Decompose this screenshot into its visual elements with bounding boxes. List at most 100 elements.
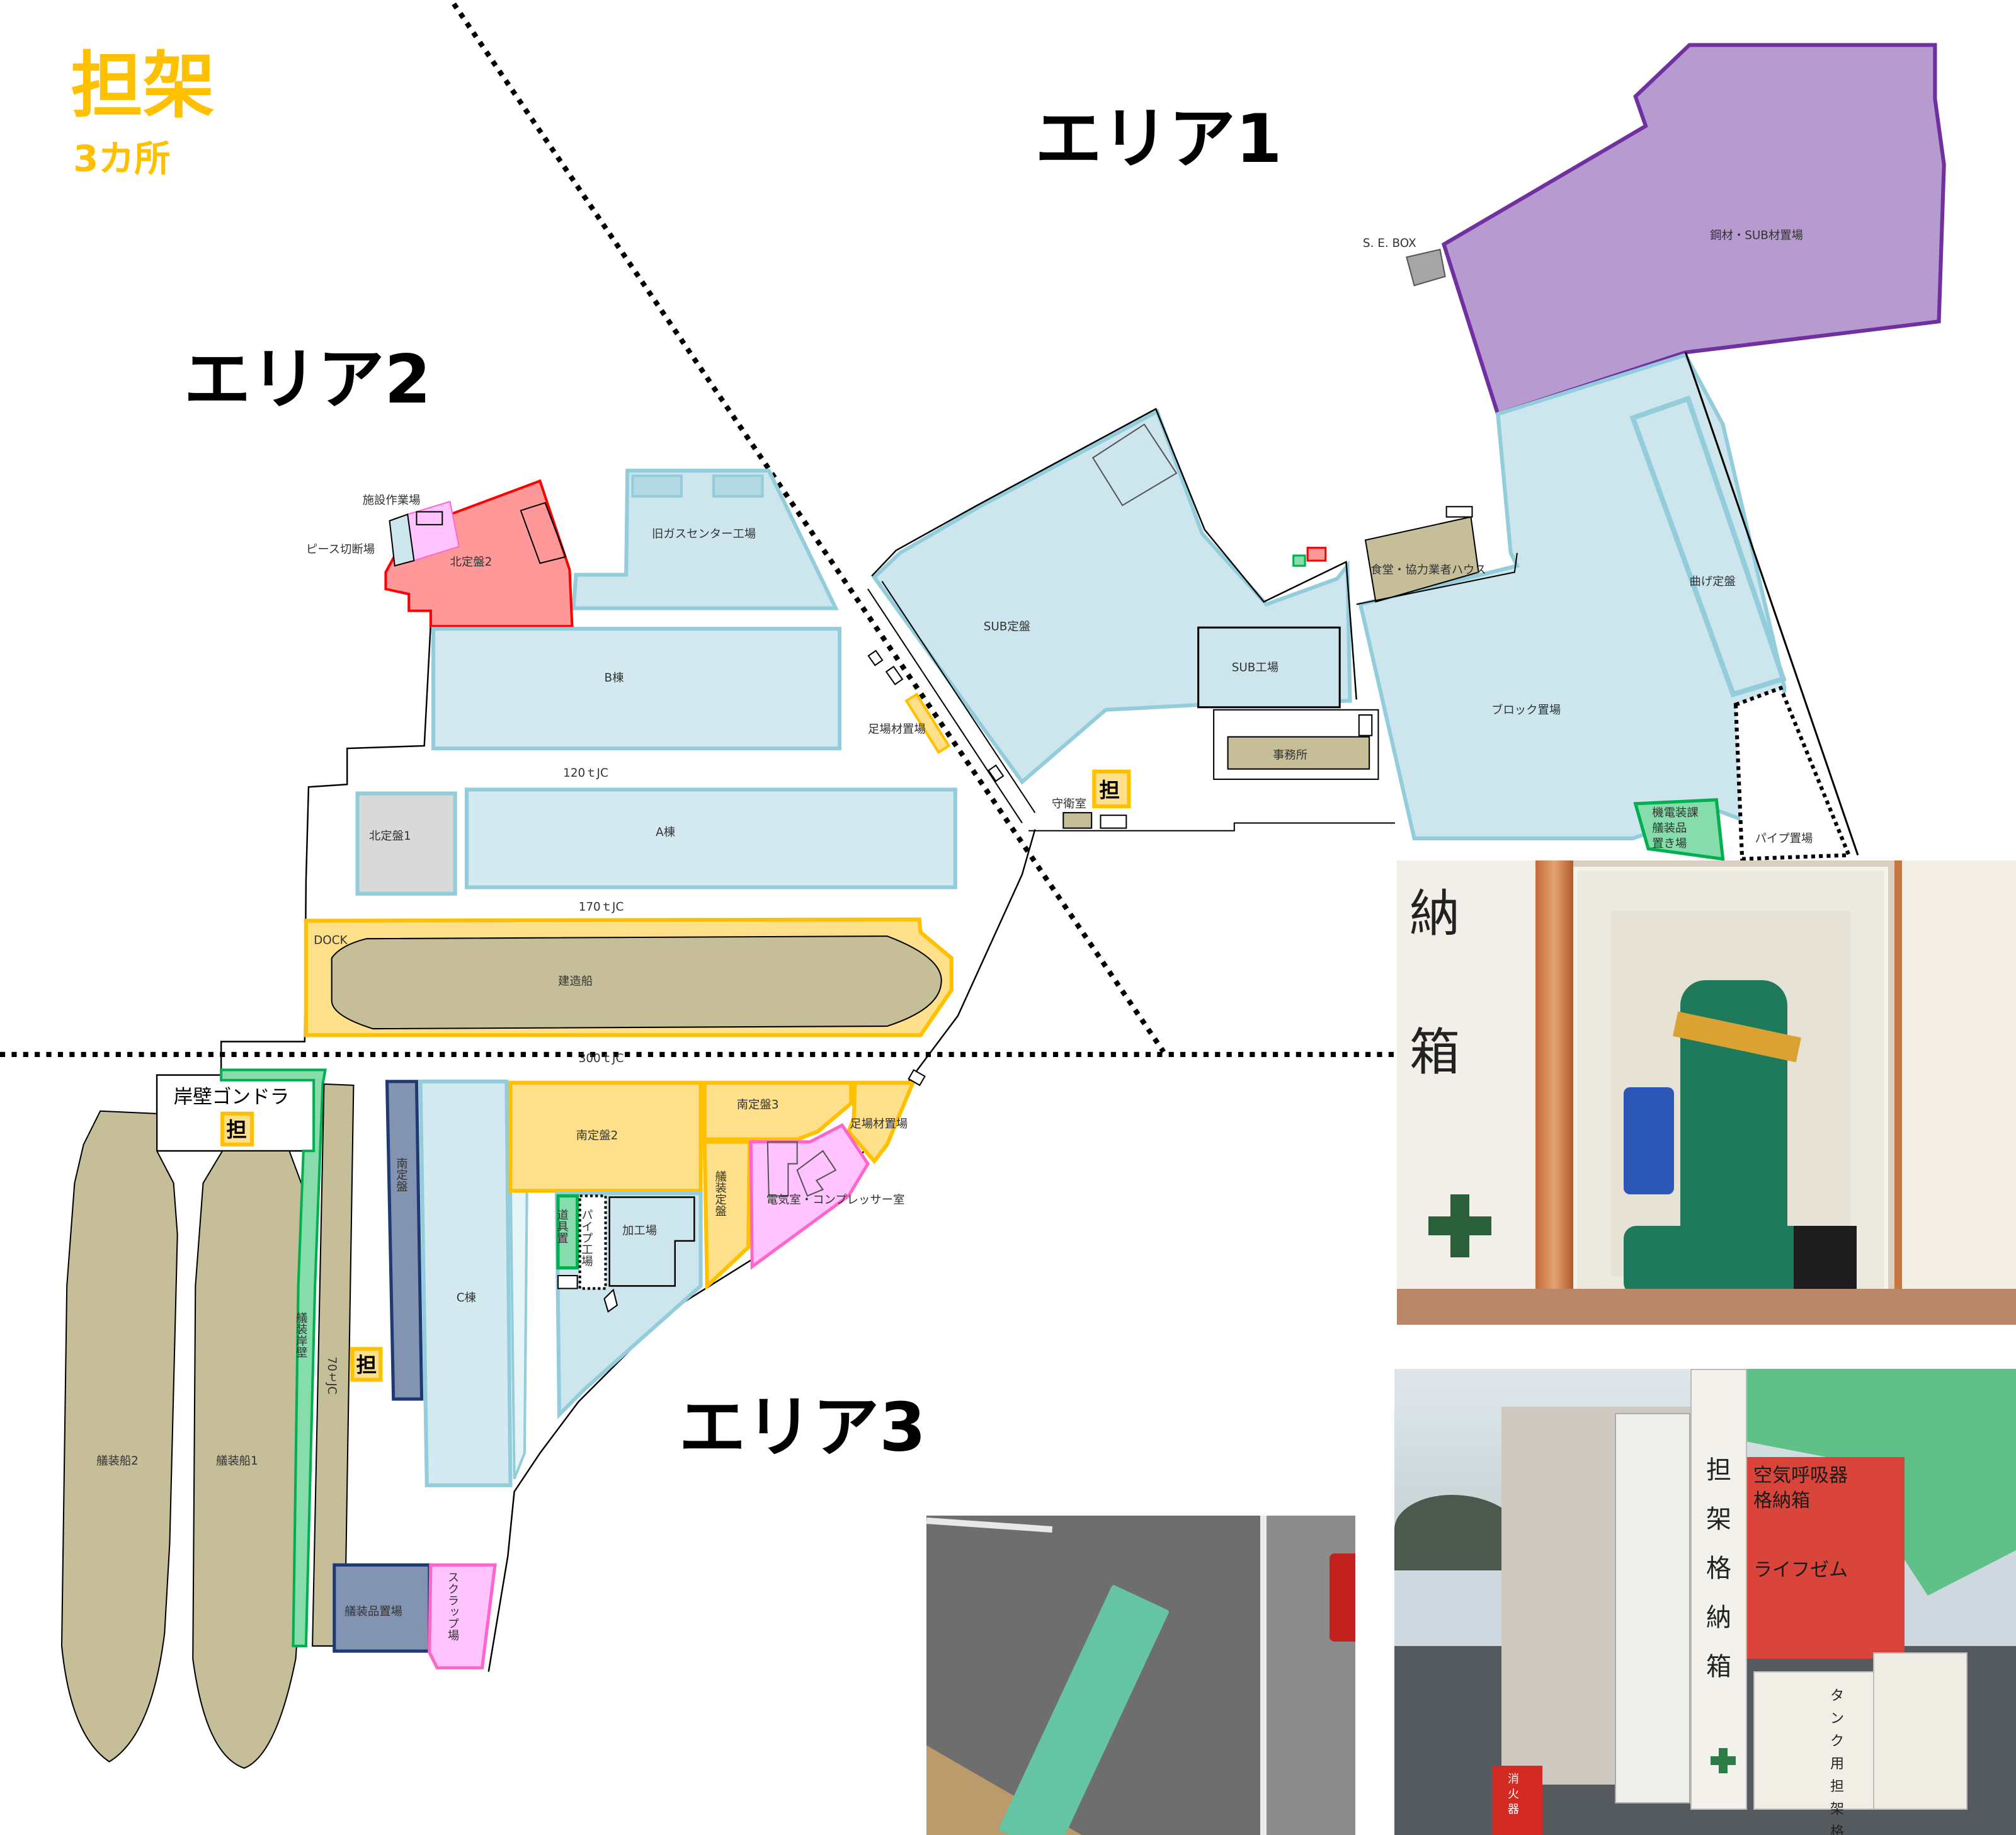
legend-title: 担架 xyxy=(71,44,215,128)
electrical-outfitting-label-3: 置き場 xyxy=(1652,837,1687,850)
b-building[interactable]: B棟 xyxy=(431,627,842,751)
electric-compressor-label: 電気室・コンプレッサー室 xyxy=(766,1194,905,1207)
air-respirator-box-text: 空気呼吸器 格納箱 ライフゼム xyxy=(1753,1463,1848,1583)
north-platen-1[interactable]: 北定盤1 xyxy=(355,791,457,896)
guard-room[interactable]: 守衛室 xyxy=(1028,797,1395,832)
pipe-yard-area1[interactable]: パイプ置場 xyxy=(1733,685,1852,861)
rusty-frame xyxy=(1535,860,1573,1325)
canteen[interactable]: 食堂・協力業者ハウス xyxy=(1364,506,1486,603)
quay-gondola-box[interactable]: 岸壁ゴンドラ 担 xyxy=(156,1074,315,1152)
tool-storage[interactable]: 道具置 xyxy=(555,1194,579,1289)
stretcher-marker-gondola-label: 担 xyxy=(226,1118,247,1142)
outfitting-ship-2-label: 艤装船2 xyxy=(96,1455,139,1468)
red-box-line-2: 格納箱 xyxy=(1753,1490,1810,1512)
first-aid-cross-icon xyxy=(1711,1748,1736,1773)
c-building[interactable]: C棟 xyxy=(418,1079,529,1487)
outfitting-quay-label: 艤装岸壁 xyxy=(294,1312,307,1358)
bend-platen-label: 曲げ定盤 xyxy=(1689,575,1735,588)
area-2-title: エリア2 xyxy=(184,341,431,419)
legend: 担架 3カ所 xyxy=(71,44,215,180)
floor xyxy=(1397,1289,2016,1325)
south-platen-label: 南定盤 xyxy=(394,1157,407,1192)
dock-label: DOCK xyxy=(314,934,348,947)
quay-gondola-label: 岸壁ゴンドラ xyxy=(174,1086,290,1108)
processing-factory[interactable]: 加工場 xyxy=(608,1196,695,1287)
electrical-outfitting-yard[interactable]: 機電装課 艤装品 置き場 xyxy=(1633,798,1725,861)
sub-factory[interactable]: SUB工場 xyxy=(1197,626,1341,709)
stretcher-storage-column: 担 架 格 納 箱 xyxy=(1690,1369,1747,1810)
column-char-4: 納 xyxy=(1706,1603,1731,1632)
ext-char-1: 消 xyxy=(1508,1773,1519,1786)
stretcher-marker-area1[interactable]: 担 xyxy=(1092,769,1131,808)
pipe-yard-area1-label: パイプ置場 xyxy=(1755,832,1813,845)
crane-300-label: 300ｔJC xyxy=(579,1052,624,1065)
red-box-line-3: ライフゼム xyxy=(1753,1559,1848,1581)
hill xyxy=(1394,1495,1520,1570)
outfitting-quay[interactable]: 艤装岸壁 xyxy=(220,1068,327,1647)
office[interactable]: 事務所 xyxy=(1213,709,1379,780)
ext-char-3: 器 xyxy=(1508,1803,1519,1816)
south-platen-2-label: 南定盤2 xyxy=(576,1129,618,1143)
photo-stretcher-chair-cabinet: 納 箱 xyxy=(1397,860,2016,1325)
outfitting-ship-1[interactable]: 艤装船1 xyxy=(192,1150,309,1769)
south-platen-2[interactable]: 南定盤2 xyxy=(508,1080,703,1193)
south-platen-3[interactable]: 南定盤3 xyxy=(702,1080,853,1141)
north-platen-2[interactable]: 北定盤2 xyxy=(384,479,574,628)
area-3-title: エリア3 xyxy=(679,1389,926,1467)
winch-device xyxy=(1624,1087,1674,1194)
road-marking xyxy=(926,1518,1053,1533)
cabinet-side-char-1: 納 xyxy=(1409,884,1460,943)
scaffold-yard-1[interactable]: 足場材置場 xyxy=(868,692,951,755)
ext-char-2: 火 xyxy=(1508,1788,1519,1801)
a-building-label: A棟 xyxy=(656,826,675,839)
white-box-line-1: タンク用 xyxy=(1830,1688,1845,1772)
a-building[interactable]: A棟 xyxy=(464,787,957,889)
pipe-factory[interactable]: パイプ工場 xyxy=(578,1194,607,1290)
scaffold-yard-1-label: 足場材置場 xyxy=(868,723,926,736)
column-char-5: 箱 xyxy=(1706,1652,1731,1681)
b-building-label: B棟 xyxy=(604,672,624,685)
crane-70-rail[interactable]: 70ｔJC xyxy=(312,1083,355,1647)
stretcher-marker-quay[interactable]: 担 xyxy=(350,1347,383,1382)
dock[interactable]: DOCK 建造船 xyxy=(304,917,954,1038)
guard-room-label: 守衛室 xyxy=(1052,797,1086,811)
outfitting-platen[interactable]: 艤装定盤 xyxy=(702,1140,752,1291)
red-bucket xyxy=(1330,1553,1355,1642)
air-respirator-box: 空気呼吸器 格納箱 ライフゼム xyxy=(1747,1457,1905,1659)
red-box-line-1: 空気呼吸器 xyxy=(1753,1465,1848,1487)
rail-track xyxy=(867,581,1036,824)
piece-cutting-label: ピース切断場 xyxy=(306,543,375,556)
se-box-label: S. E. BOX xyxy=(1363,237,1416,250)
south-platen[interactable]: 南定盤 xyxy=(385,1080,424,1401)
outfitting-ship-2[interactable]: 艤装船2 xyxy=(60,1110,178,1763)
sub-factory-label: SUB工場 xyxy=(1232,661,1279,675)
ship-under-construction-label: 建造船 xyxy=(558,975,593,988)
bend-platen[interactable]: 曲げ定盤 xyxy=(1629,395,1787,698)
old-gas-center-factory[interactable]: 旧ガスセンター工場 xyxy=(571,469,839,610)
area-1-title: エリア1 xyxy=(1035,100,1282,178)
steel-sub-yard[interactable]: 鋼材・SUB材置場 xyxy=(1441,43,1946,417)
north-platen-1-label: 北定盤1 xyxy=(369,830,411,843)
electric-compressor-room[interactable]: 電気室・コンプレッサー室 xyxy=(749,1123,905,1270)
facility-work-area[interactable]: 施設作業場 ピース切断場 xyxy=(306,494,460,567)
column-char-1: 担 xyxy=(1706,1456,1731,1485)
outfitting-goods-yard[interactable]: 艤装品置場 xyxy=(333,1563,431,1653)
canteen-label: 食堂・協力業者ハウス xyxy=(1370,563,1486,576)
outfitting-ship-1-label: 艤装船1 xyxy=(216,1455,258,1468)
scaffold-yard-2[interactable]: 足場材置場 xyxy=(846,1069,926,1165)
outfitting-goods-yard-label: 艤装品置場 xyxy=(345,1605,402,1618)
crane-170-label: 170ｔJC xyxy=(579,900,624,913)
electrical-outfitting-label-2: 艤装品 xyxy=(1652,822,1687,835)
se-box[interactable]: S. E. BOX xyxy=(1363,237,1446,287)
scaffold-yard-2-label: 足場材置場 xyxy=(850,1118,908,1131)
sub-platen-label: SUB定盤 xyxy=(984,620,1030,633)
column-char-2: 架 xyxy=(1706,1505,1731,1534)
side-cabinet xyxy=(1873,1652,1968,1810)
scrap-yard[interactable]: スクラップ場 xyxy=(428,1563,497,1670)
legend-count: 3カ所 xyxy=(73,139,170,180)
pipe-factory-label: パイプ工場 xyxy=(579,1209,593,1267)
